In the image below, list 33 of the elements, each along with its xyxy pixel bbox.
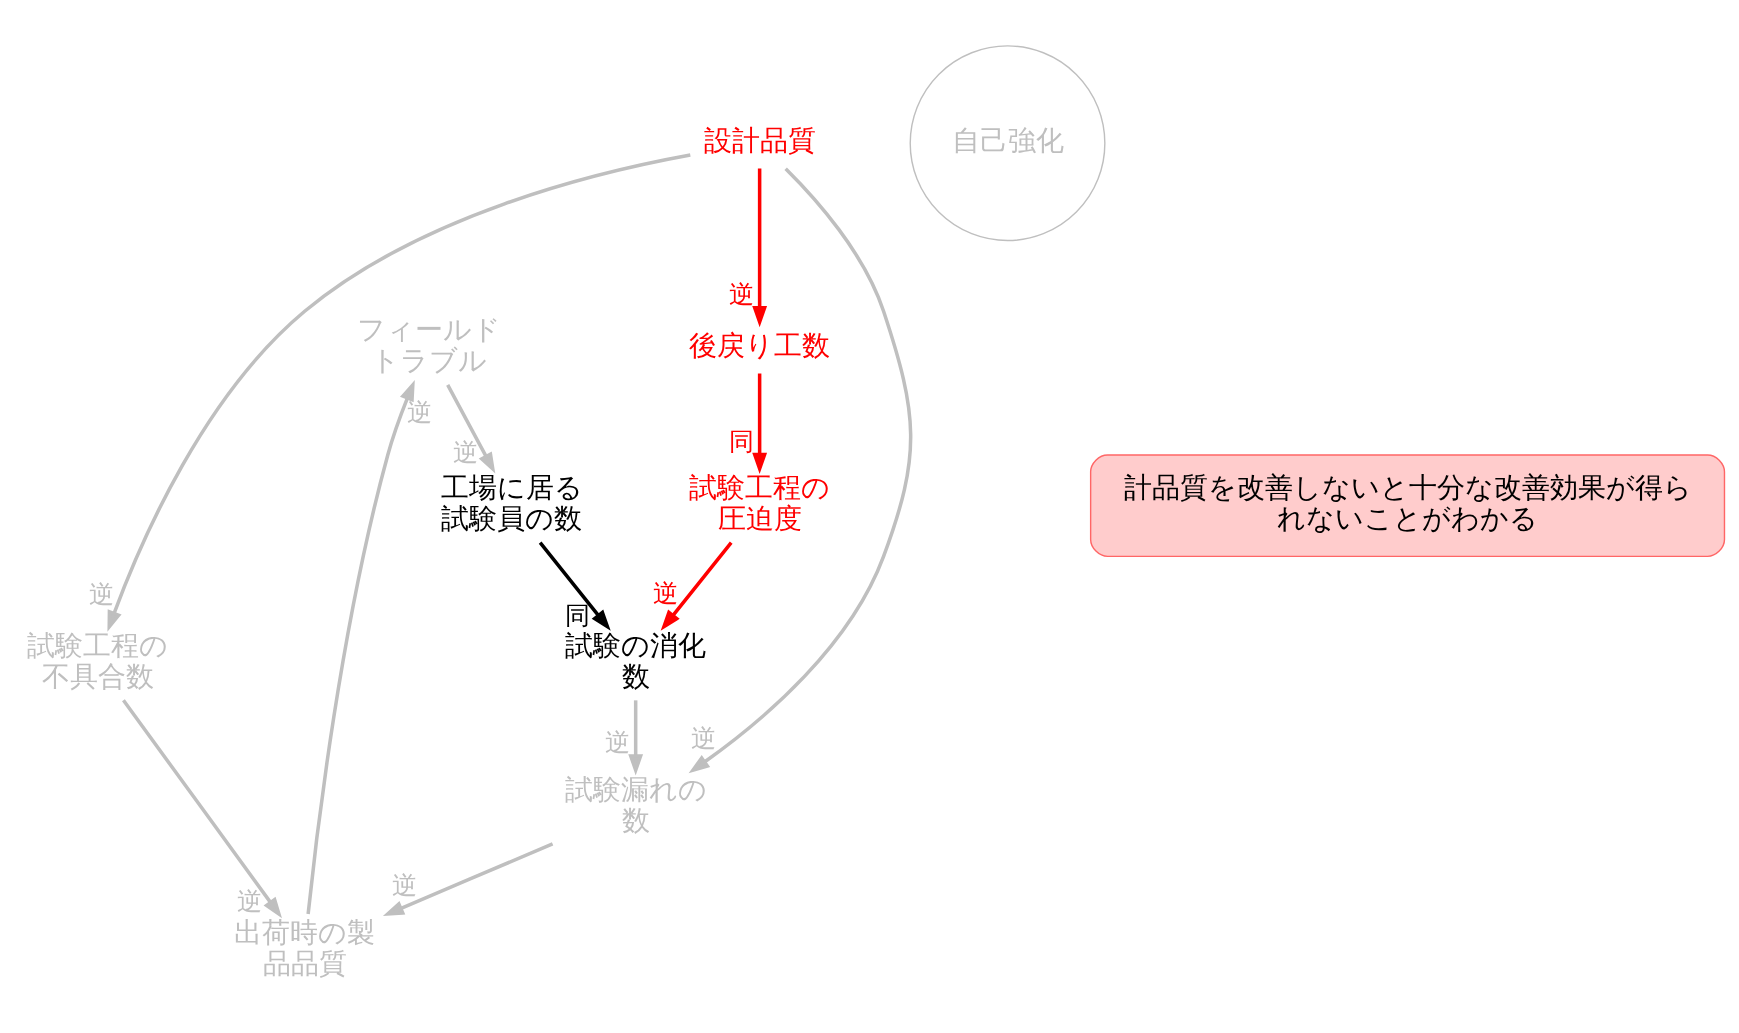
node-text: 試験漏れの数: [564, 772, 707, 837]
edge-label: 逆: [691, 723, 717, 754]
arrow: [538, 541, 611, 631]
arrow: [107, 153, 691, 632]
node-text: 試験工程の圧迫度: [689, 471, 831, 536]
edge-label: 逆: [729, 278, 755, 309]
node-text: フィールドトラブル: [356, 313, 501, 378]
edge-label: 逆: [407, 397, 433, 428]
node-box: 計品質を改善しないと十分な改善効果が得られないことがわかる: [1089, 454, 1726, 558]
edge-label: 逆: [605, 726, 631, 757]
arrow: [628, 700, 644, 776]
edge-label: 逆: [88, 579, 114, 610]
arrow: [122, 699, 282, 919]
edge-label: 逆: [237, 886, 263, 917]
arrow: [306, 379, 415, 915]
arrow: [688, 167, 913, 774]
edge-label: 逆: [452, 437, 478, 468]
arrow: [382, 842, 554, 917]
arrow: [752, 168, 768, 328]
edge-label: 同: [729, 425, 755, 456]
arrow: [660, 541, 733, 631]
edge-label: 逆: [391, 869, 417, 900]
node-text: 出荷時の製品品質: [234, 916, 376, 981]
node-text: 工場に居る試験員の数: [440, 471, 583, 536]
edge-label: 逆: [653, 577, 679, 608]
node-text: 設計品質: [703, 124, 816, 158]
node-text: 後戻り工数: [689, 328, 831, 362]
arrow: [446, 384, 496, 474]
node-circle: 自己強化: [909, 45, 1106, 242]
node-text: 試験工程の不具合数: [27, 628, 169, 693]
arrow: [752, 373, 768, 474]
node-text: 試験の消化数: [565, 628, 707, 693]
edge-label: 同: [565, 600, 591, 631]
